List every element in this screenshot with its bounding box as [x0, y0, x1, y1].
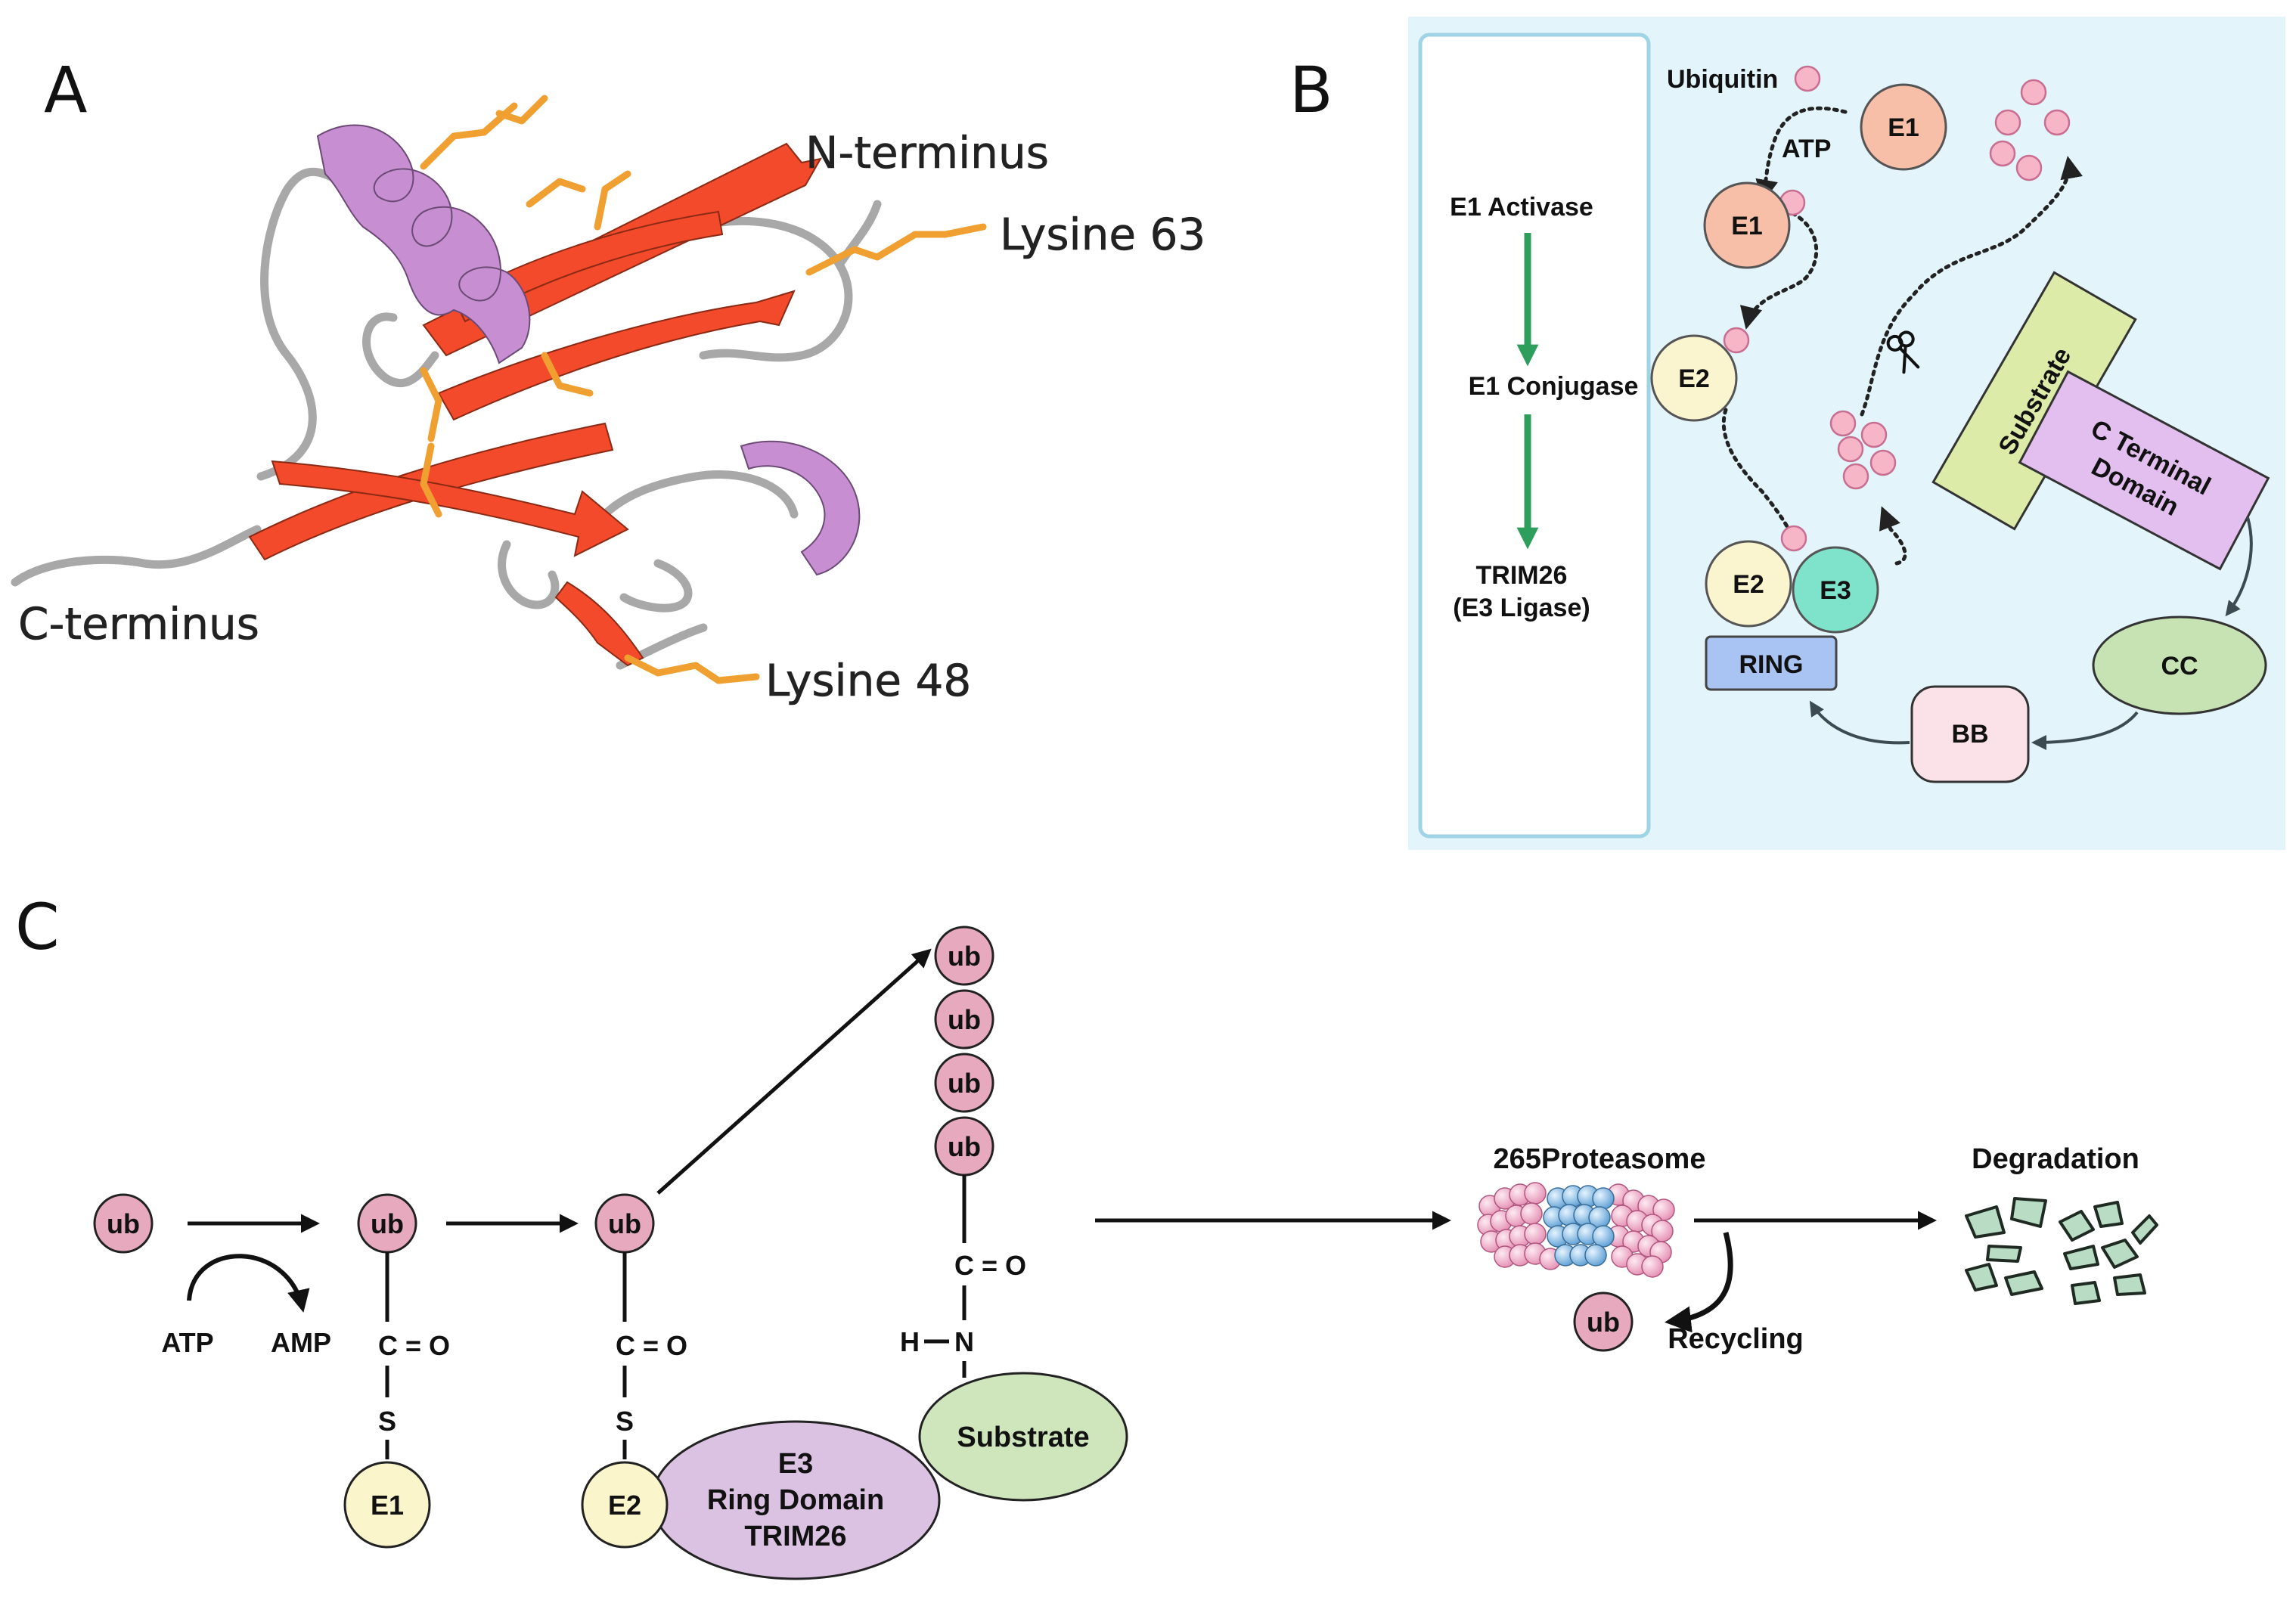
- e1-mid-circle: [1703, 181, 1791, 269]
- ubiquitin-ball: [1837, 436, 1864, 463]
- amide-n-label: N: [954, 1326, 974, 1357]
- degradation-label: Degradation: [1972, 1143, 2139, 1175]
- lysine-63-label: Lysine 63: [1000, 209, 1205, 260]
- ubiquitin-ball: [1723, 327, 1750, 354]
- ring-label: RING: [1739, 650, 1804, 679]
- scissors-icon: [1886, 330, 1920, 374]
- thioester-s-2: S: [616, 1406, 634, 1437]
- e2-mid-label: E2: [1678, 364, 1710, 393]
- e3-label: E3: [1820, 576, 1851, 605]
- ubiquitin-ball: [1869, 449, 1897, 476]
- e1-top-circle: [1860, 83, 1947, 171]
- polyub-3: [934, 1053, 994, 1113]
- ubiquitin-ball: [1989, 140, 2016, 167]
- ubiquitin-ball: [1794, 65, 1821, 92]
- beta-strand-5: [271, 460, 629, 557]
- panel-a-letter: A: [44, 53, 87, 127]
- polyub-3-label: ub: [948, 1068, 981, 1099]
- polyub-2-label: ub: [948, 1004, 981, 1035]
- ub-recycled-label: ub: [1587, 1307, 1620, 1338]
- proteasome-label: 265Proteasome: [1494, 1143, 1706, 1175]
- amp-label-c: AMP: [271, 1327, 331, 1358]
- ubiquitin-ball: [2043, 109, 2071, 136]
- panel-c-letter: C: [15, 890, 60, 964]
- loop-segments: [11, 167, 882, 670]
- panel-b-ubiquitination-cycle: E1 Activase E1 Conjugase TRIM26 (E3 Liga…: [1408, 17, 2285, 850]
- flow-step-e1-conjugase: E1 Conjugase: [1469, 372, 1639, 401]
- recycling-label: Recycling: [1668, 1323, 1804, 1355]
- recycling-arrow: [1665, 1232, 1733, 1333]
- thioester-s-1: S: [378, 1406, 396, 1437]
- e1-top-label: E1: [1888, 113, 1919, 142]
- panel-c-reaction-scheme: ub ATP AMP ub C = O S E1 ub C = O S Subs…: [93, 926, 2158, 1580]
- c-terminus-label: C-terminus: [18, 598, 259, 650]
- e2-label-c: E2: [608, 1490, 641, 1521]
- n-terminus-label: N-terminus: [805, 127, 1049, 178]
- e1-circle-c: [343, 1461, 431, 1549]
- beta-strand-6: [554, 581, 644, 667]
- e1-mid-label: E1: [1731, 212, 1763, 240]
- dotted-pathway: [1721, 106, 2083, 566]
- e2-mid-circle: [1650, 334, 1738, 422]
- lysine-48-label: Lysine 48: [765, 655, 971, 706]
- ubiquitin-ball: [2015, 154, 2043, 181]
- ub-e2-label: ub: [608, 1208, 641, 1239]
- peptide-fragments-icon: [1965, 1197, 2158, 1305]
- ubiquitin-ball: [1994, 109, 2021, 136]
- ub-e1-label: ub: [371, 1208, 404, 1239]
- ub-recycled: [1573, 1291, 1634, 1352]
- cc-label: CC: [2161, 652, 2198, 681]
- ubiquitin-ball: [2020, 79, 2047, 106]
- substrate-label-c: Substrate: [957, 1422, 1089, 1453]
- ring-box: [1705, 635, 1838, 691]
- substrate-ellipse-c: [918, 1372, 1128, 1502]
- flow-step-e1-activase: E1 Activase: [1450, 193, 1593, 222]
- e2-bottom-circle: [1705, 540, 1792, 628]
- e3-circle: [1792, 546, 1879, 634]
- e2-bottom-label: E2: [1733, 570, 1764, 599]
- arrow-to-polyub: [656, 948, 932, 1195]
- atp-label-c: ATP: [161, 1327, 213, 1358]
- polyub-4-label: ub: [948, 1131, 981, 1162]
- ubiquitin-label: Ubiquitin: [1667, 65, 1778, 94]
- amide-h-label: H: [900, 1326, 920, 1357]
- ubiquitin-ball: [1842, 463, 1869, 490]
- ub-free-label: ub: [107, 1208, 140, 1239]
- panel-b-letter: B: [1289, 53, 1333, 127]
- e3-label-line1: E3: [778, 1448, 813, 1480]
- proteasome-icon: [1477, 1182, 1675, 1278]
- alpha-helices: [316, 124, 861, 576]
- ubiquitin-ball: [1780, 525, 1807, 552]
- ub-free: [93, 1193, 154, 1254]
- cc-ellipse: [2092, 616, 2267, 715]
- e1-label-c: E1: [371, 1490, 404, 1521]
- carbonyl-label-2: C = O: [616, 1330, 687, 1361]
- domain-arrows: [1809, 516, 2253, 750]
- atp-label: ATP: [1782, 135, 1831, 163]
- alpha-helix-main: [316, 124, 531, 364]
- alpha-helix-short: [740, 440, 861, 576]
- ubiquitin-ribbon-structure: N-terminus Lysine 63 C-terminus Lysine 4…: [11, 95, 1206, 706]
- ubiquitin-ball: [1860, 421, 1888, 448]
- carbonyl-label-1: C = O: [378, 1330, 450, 1361]
- polyub-1-label: ub: [948, 941, 981, 972]
- e3-label-line3: TRIM26: [744, 1521, 846, 1552]
- e2-circle-c: [581, 1461, 669, 1549]
- ubiquitin-ball: [1829, 410, 1857, 437]
- c-terminal-domain-box: [2018, 370, 2270, 571]
- bb-box: [1910, 685, 2030, 783]
- flow-step-trim26: TRIM26: [1476, 561, 1568, 590]
- bb-label: BB: [1951, 720, 1988, 749]
- polyub-1: [934, 926, 994, 986]
- lysine-side-chains: [420, 95, 987, 684]
- e3-label-line2: Ring Domain: [707, 1484, 884, 1516]
- process-flow-box: E1 Activase E1 Conjugase TRIM26 (E3 Liga…: [1418, 33, 1651, 839]
- carbonyl-label-3: C = O: [954, 1250, 1026, 1281]
- atp-amp-curve-arrow: [187, 1254, 310, 1313]
- flow-step-e3-ligase: (E3 Ligase): [1453, 594, 1590, 622]
- polyub-2: [934, 989, 994, 1050]
